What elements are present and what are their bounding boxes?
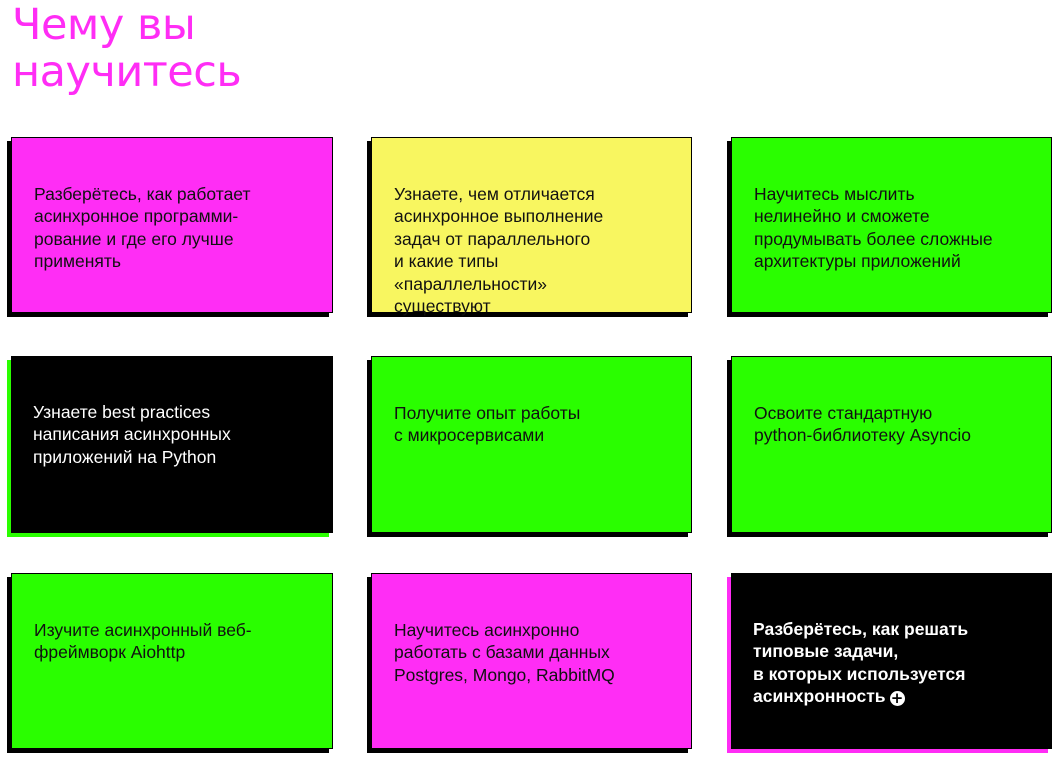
card-text: Изучите асинхронный веб- фреймворк Aioht… [34, 619, 252, 663]
card-text: Научитесь мыслить нелинейно и сможете пр… [754, 183, 993, 272]
card-text: Разберётесь, как работает асинхронное пр… [34, 183, 251, 272]
learning-card-async-vs-parallel: Узнаете, чем отличается асинхронное выпо… [371, 137, 692, 316]
learning-card-aiohttp: Изучите асинхронный веб- фреймворк Aioht… [11, 573, 333, 749]
learning-card-asyncio: Освоите стандартную python-библиотеку As… [731, 356, 1052, 533]
learning-card-microservices: Получите опыт работы с микросервисами [371, 356, 692, 533]
card-text: Освоите стандартную python-библиотеку As… [754, 402, 972, 446]
card-text: Разберётесь, как решать типовые задачи, … [753, 618, 1032, 708]
learning-card-best-practices: Узнаете best practices написания асинхро… [11, 356, 333, 533]
learning-card-typical-tasks: Разберётесь, как решать типовые задачи, … [731, 573, 1052, 749]
page-title: Чему вы научитесь [12, 0, 242, 97]
card-text: Получите опыт работы с микросервисами [394, 402, 581, 446]
card-text-body: Разберётесь, как решать типовые задачи, … [753, 618, 969, 707]
learning-card-databases: Научитесь асинхронно работать с базами д… [371, 573, 692, 749]
card-text: Научитесь асинхронно работать с базами д… [394, 619, 615, 685]
learning-card-nonlinear-thinking: Научитесь мыслить нелинейно и сможете пр… [731, 137, 1052, 313]
card-text: Узнаете best practices написания асинхро… [33, 401, 231, 467]
plus-circle-icon[interactable]: + [889, 689, 905, 707]
card-text: Узнаете, чем отличается асинхронное выпо… [394, 183, 604, 317]
learning-card-async-programming: Разберётесь, как работает асинхронное пр… [11, 137, 333, 313]
